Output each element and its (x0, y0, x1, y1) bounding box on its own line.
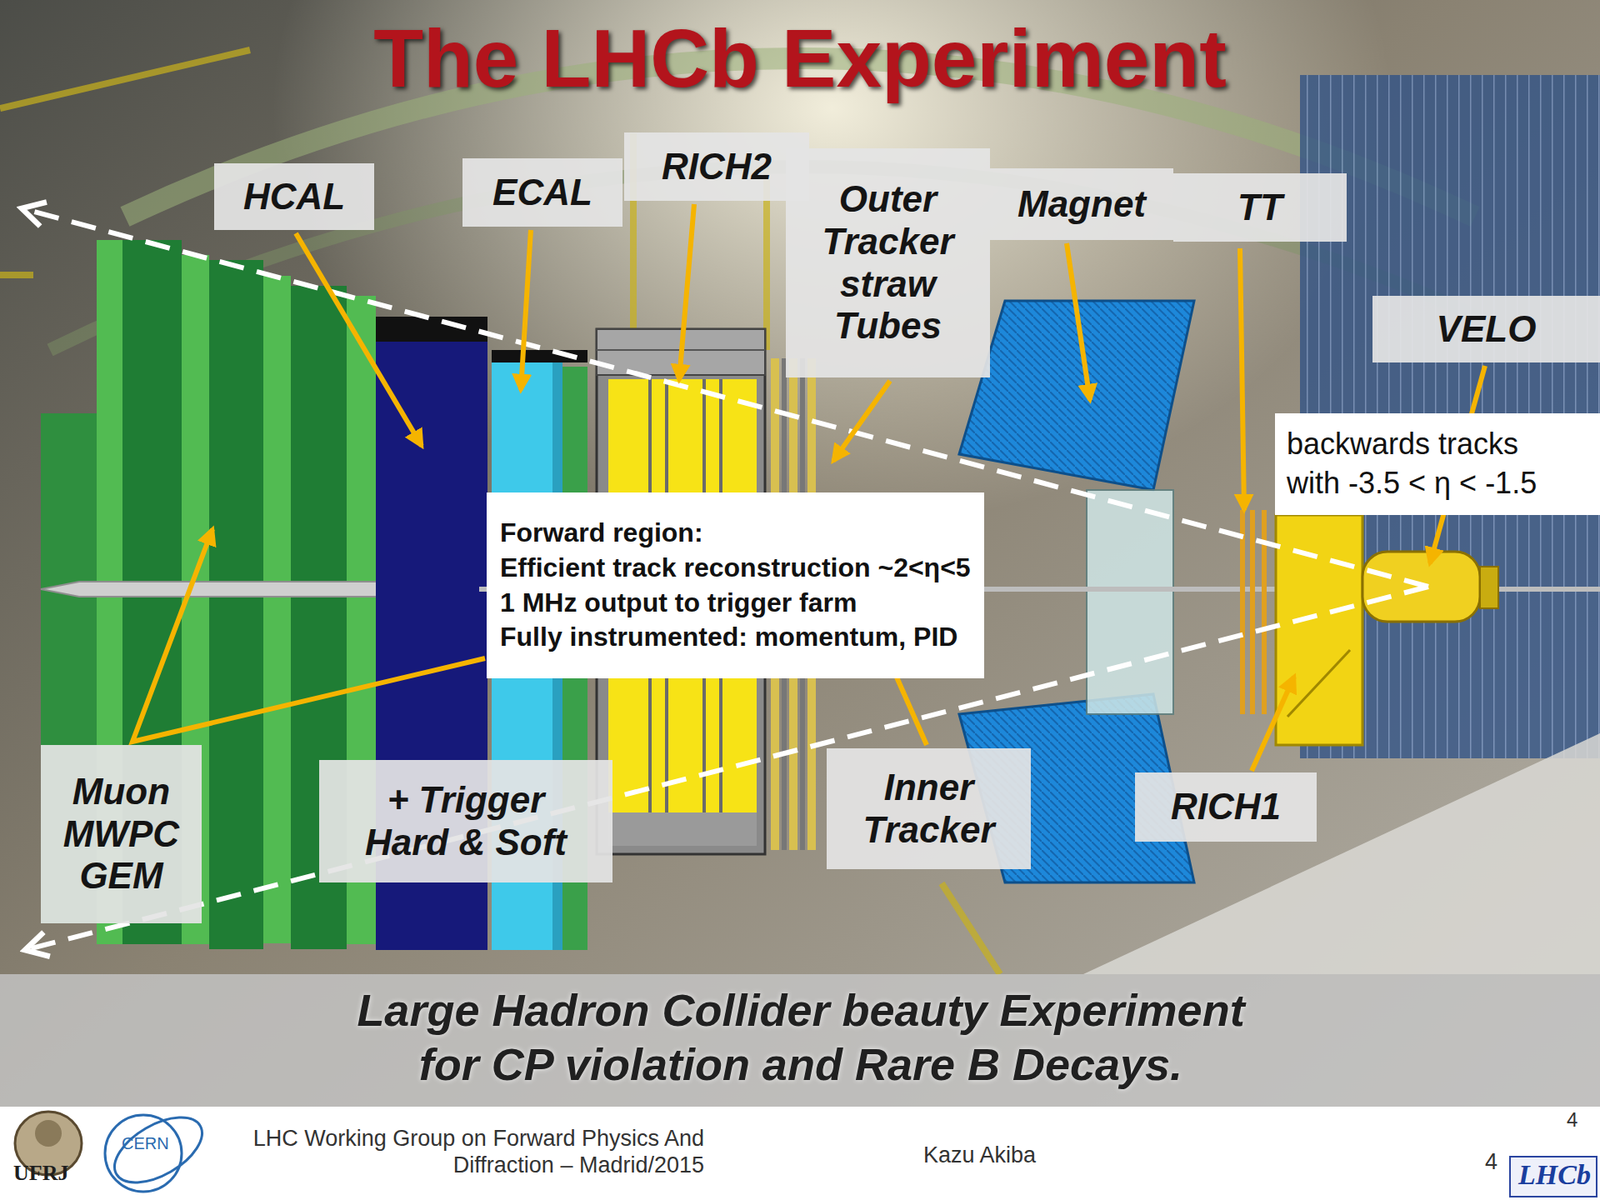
hcal-top (375, 316, 488, 342)
author-name: Kazu Akiba (923, 1141, 1036, 1169)
label-text: ECAL (492, 171, 593, 215)
label-text: RICH1 (1170, 785, 1281, 829)
rich1-mirror (1287, 650, 1350, 717)
slide-title: The LHCb Experiment (0, 11, 1600, 106)
slide-caption: Large Hadron Collider beauty Experiment … (338, 983, 1264, 1092)
velo-flange (1480, 566, 1499, 609)
label-text: Outer Tracker straw Tubes (794, 178, 982, 347)
label-box: RICH2 (624, 132, 810, 201)
cern-logo (104, 1104, 213, 1196)
label-text: backwards tracks with -3.5 < η < -1.5 (1286, 425, 1566, 504)
label-text: Muon MWPC GEM (49, 770, 194, 898)
label-box: Outer Tracker straw Tubes (785, 148, 990, 378)
label-text: Forward region: (500, 515, 704, 551)
lhcb-logo (1510, 1156, 1597, 1197)
body-text: Fully instrumented: momentum, PID (500, 620, 958, 655)
label-box: TT (1173, 173, 1347, 242)
rich1 (1275, 515, 1363, 745)
body-text: Efficient track reconstruction ~2<η<5 (500, 550, 971, 586)
label-box: RICH1 (1135, 772, 1317, 842)
body-text: 1 MHz output to trigger farm (500, 585, 857, 621)
info-box: Forward region:Efficient track reconstru… (486, 492, 985, 679)
logo-text: CERN (121, 1133, 170, 1154)
page-number: 4 (1485, 1148, 1498, 1175)
page-number: 4 (1566, 1108, 1578, 1133)
label-text: Magnet (1017, 183, 1146, 226)
label-text: VELO (1436, 308, 1537, 351)
caption-band (0, 974, 1600, 1107)
label-box: Muon MWPC GEM (40, 745, 202, 924)
logo-text: LHCb (1518, 1158, 1591, 1193)
label-text: HCAL (243, 175, 345, 219)
label-box: + Trigger Hard & Soft (319, 760, 613, 883)
label-box: VELO (1372, 295, 1600, 363)
label-box: ECAL (462, 158, 623, 227)
magnet-yoke (1086, 490, 1174, 715)
label-text: TT (1237, 186, 1283, 230)
label-box: Inner Tracker (826, 748, 1031, 870)
label-box: HCAL (214, 163, 375, 230)
footer-band (0, 1106, 1600, 1200)
label-box: Magnet (990, 168, 1174, 240)
label-text: Inner Tracker (835, 766, 1023, 851)
acceptance-line (25, 586, 1429, 950)
note-box: backwards tracks with -3.5 < η < -1.5 (1275, 413, 1600, 515)
label-text: + Trigger Hard & Soft (344, 779, 588, 864)
label-text: RICH2 (661, 145, 772, 189)
footer-text: LHC Working Group on Forward Physics And… (250, 1125, 705, 1180)
logo-text: UFRJ (13, 1160, 69, 1186)
magnet-coil (959, 300, 1195, 490)
